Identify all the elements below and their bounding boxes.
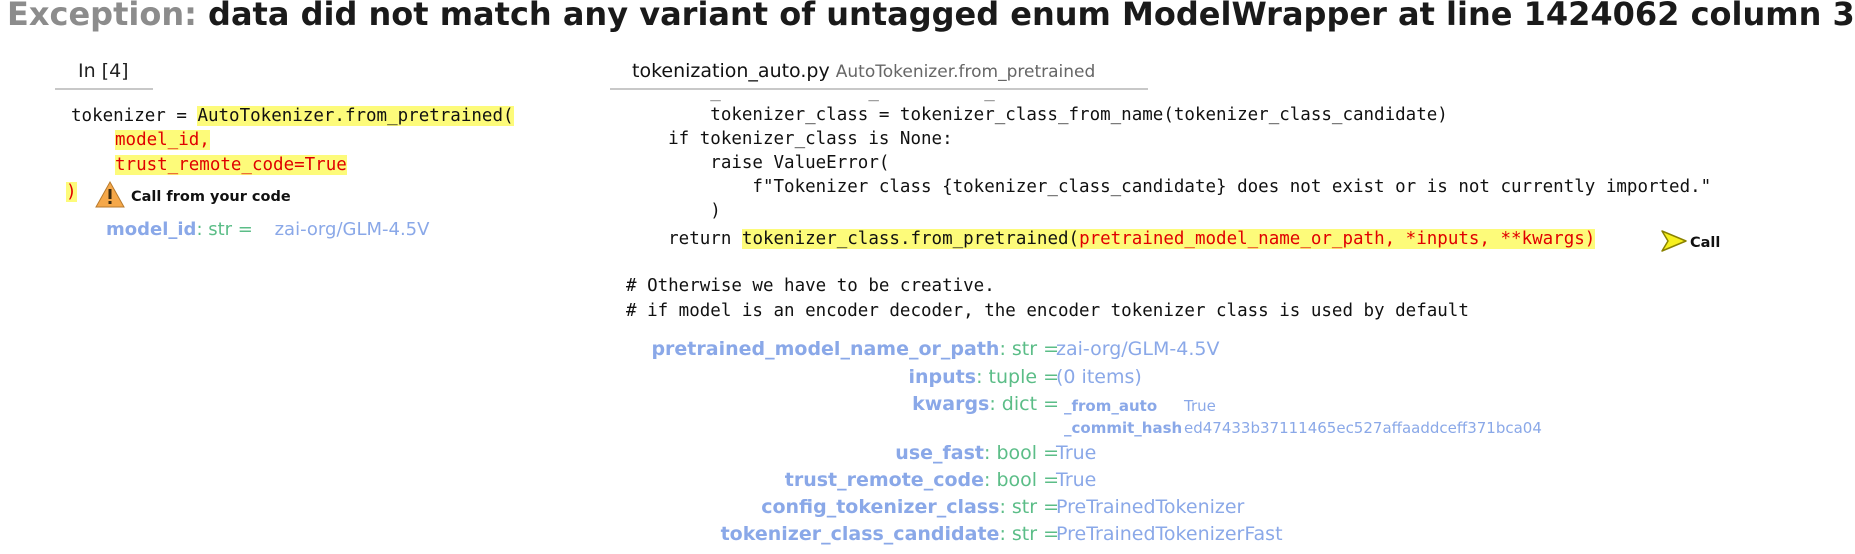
kwargs-key: _commit_hash [1064,419,1183,437]
variable-type: : bool = [984,469,1059,491]
code-close-paren: ) [66,182,77,202]
code-prefix: tokenizer = [71,106,198,126]
variable-name: trust_remote_code [784,469,984,491]
variable-model-id[interactable]: model_id: str = zai-org/GLM-4.5V [106,219,429,240]
left-code-line-4: ) [66,180,77,204]
variable-label-config-tokenizer-class[interactable]: config_tokenizer_class: str = [761,496,1059,518]
variable-type: : dict = [989,393,1059,415]
left-code-line-2: model_id, [115,128,210,152]
variable-type: : bool = [984,442,1059,464]
variable-value-trust-remote-code: True [1056,469,1097,491]
left-code-line-3: trust_remote_code=True [115,153,347,177]
right-code-cut-line: _ _ _ [626,80,994,102]
exception-message: data did not match any variant of untagg… [208,0,1855,33]
callout-text: Call from your code [131,188,291,205]
variable-label-inputs[interactable]: inputs: tuple = [909,366,1059,388]
variable-value: zai-org/GLM-4.5V [274,219,430,240]
tab-cell-input[interactable]: In [4] [55,58,153,90]
kwargs-entry-from-auto: _from_auto True [1064,397,1216,415]
variable-type: : str = [999,338,1059,360]
right-code-line-4: f"Tokenizer class {tokenizer_class_candi… [626,177,1712,197]
variable-value-pretrained-model: zai-org/GLM-4.5V [1056,338,1220,360]
code-arg-model-id: model_id, [115,130,210,150]
warning-icon [95,180,125,212]
code-call-highlight: AutoTokenizer.from_pretrained( [197,106,514,126]
left-code-line-1: tokenizer = AutoTokenizer.from_pretraine… [71,104,514,128]
tab-file-label: tokenization_auto.py [632,60,830,82]
kwargs-value: True [1184,397,1216,415]
variable-value-tokenizer-class-candidate: PreTrainedTokenizerFast [1056,523,1283,545]
variable-value-use-fast: True [1056,442,1097,464]
variable-label-trust-remote-code[interactable]: trust_remote_code: bool = [785,469,1059,491]
arrow-right-icon [1660,229,1688,257]
kwargs-value: ed47433b37111465ec527affaaddceff371bca04 [1184,419,1542,437]
variable-name: use_fast [895,442,984,464]
kwargs-key: _from_auto [1064,397,1158,415]
variable-label-use-fast[interactable]: use_fast: bool = [895,442,1059,464]
variable-label-pretrained-model[interactable]: pretrained_model_name_or_path: str = [651,338,1059,360]
tab-tokenization-auto[interactable]: tokenization_auto.py AutoTokenizer.from_… [610,58,1148,90]
callout-from-your-code: Call from your code [95,180,291,212]
exception-label: Exception: [7,0,197,33]
variable-type: : str = [196,219,259,240]
variable-value-inputs: (0 items) [1056,366,1142,388]
variable-name: inputs [908,366,977,388]
tab-file-name: tokenization_auto.py AutoTokenizer.from_… [632,60,1095,82]
variable-value-config-tokenizer-class: PreTrainedTokenizer [1056,496,1245,518]
right-code-line-6: return tokenizer_class.from_pretrained(p… [626,227,1596,251]
variable-name: config_tokenizer_class [761,496,1000,518]
variable-type: : str = [999,523,1059,545]
return-call-highlight: tokenizer_class.from_pretrained( [741,229,1080,249]
variable-name: kwargs [912,393,990,415]
right-code-line-5: ) [626,201,721,221]
return-args-highlight: pretrained_model_name_or_path, *inputs, … [1079,229,1596,249]
variable-label-tokenizer-class-candidate[interactable]: tokenizer_class_candidate: str = [721,523,1059,545]
right-code-comment-2: # if model is an encoder decoder, the en… [626,301,1469,321]
variable-name: model_id [106,219,197,240]
variable-type: : str = [999,496,1059,518]
tab-cell-input-label: In [4] [78,60,129,82]
right-code-line-3: raise ValueError( [626,153,890,173]
return-prefix: return [626,229,742,249]
variable-name: pretrained_model_name_or_path [651,338,1000,360]
variable-type: : tuple = [976,366,1059,388]
callout-call: Call [1660,229,1720,257]
tab-function-name: AutoTokenizer.from_pretrained [835,62,1096,82]
variable-label-kwargs[interactable]: kwargs: dict = [912,393,1059,415]
code-arg-trust-remote: trust_remote_code=True [115,155,347,175]
right-code-line-2: if tokenizer_class is None: [626,129,953,149]
cut-line-text: _ _ _ [626,82,995,102]
variable-name: tokenizer_class_candidate [720,523,1000,545]
exception-header: Exception: data did not match any varian… [7,0,1855,33]
right-variables: pretrained_model_name_or_path: str = zai… [640,338,1780,554]
right-code-comment-1: # Otherwise we have to be creative. [626,276,995,296]
right-code-line-1: tokenizer_class = tokenizer_class_from_n… [626,105,1448,125]
callout-call-text: Call [1690,235,1721,251]
